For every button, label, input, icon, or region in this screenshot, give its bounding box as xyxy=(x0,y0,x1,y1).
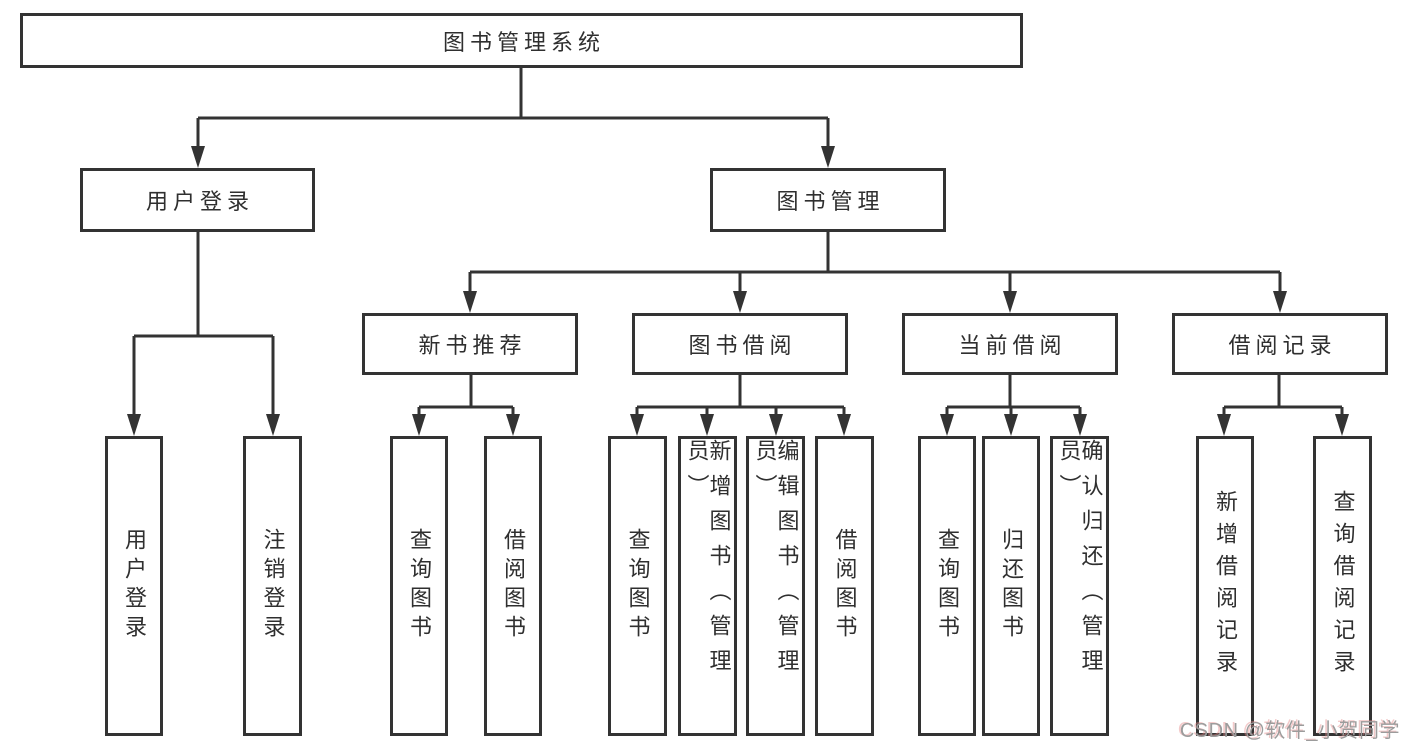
node-label: 图书借阅 xyxy=(688,333,797,358)
leaf-query-books-borrow: 查询图书 xyxy=(608,436,667,736)
leaf-query-borrow-record: 查询借阅记录 xyxy=(1313,436,1372,736)
node-label: 用户登录 xyxy=(122,528,147,644)
node-label: 借阅记录 xyxy=(1228,333,1337,358)
node-book-borrow: 图书借阅 xyxy=(632,313,848,375)
node-user-login: 用户登录 xyxy=(80,168,315,232)
connector-book-borrow-children xyxy=(630,375,851,436)
node-label: 查询借阅记录 xyxy=(1330,490,1356,682)
leaf-query-books-current: 查询图书 xyxy=(918,436,976,736)
node-library-management-system: 图书管理系统 xyxy=(20,13,1023,68)
node-label: 确认归还（管理员） xyxy=(1056,439,1104,684)
node-label: 借阅图书 xyxy=(832,528,858,644)
leaf-borrow-books: 借阅图书 xyxy=(815,436,874,736)
connector-current-borrow-children xyxy=(940,375,1087,436)
node-label: 用户登录 xyxy=(145,189,254,214)
node-label: 图书管理系统 xyxy=(442,29,605,55)
node-label: 新书推荐 xyxy=(418,333,527,358)
node-label: 当前借阅 xyxy=(958,333,1067,358)
leaf-confirm-return-admin: 确认归还（管理员） xyxy=(1050,436,1109,736)
node-label: 查询图书 xyxy=(407,528,432,644)
connector-new-book-children xyxy=(412,375,520,436)
node-new-book-recommend: 新书推荐 xyxy=(362,313,578,375)
watermark: CSDN @软件_小贺同学 xyxy=(1179,720,1400,742)
node-label: 查询图书 xyxy=(935,528,960,644)
node-current-borrow: 当前借阅 xyxy=(902,313,1118,375)
connector-root-to-level2 xyxy=(191,68,835,168)
leaf-user-login: 用户登录 xyxy=(105,436,163,736)
node-label: 借阅图书 xyxy=(501,528,526,644)
leaf-return-books: 归还图书 xyxy=(982,436,1040,736)
leaf-query-books-recommend: 查询图书 xyxy=(390,436,448,736)
leaf-logout-login: 注销登录 xyxy=(243,436,302,736)
node-label: 归还图书 xyxy=(999,528,1024,644)
node-label: 新增图书（管理员） xyxy=(684,439,732,684)
node-borrow-records: 借阅记录 xyxy=(1172,313,1388,375)
node-book-management: 图书管理 xyxy=(710,168,946,232)
connector-user-login-children xyxy=(127,232,280,436)
connector-borrow-record-children xyxy=(1217,375,1349,436)
node-label: 图书管理 xyxy=(776,189,885,214)
leaf-add-books-admin: 新增图书（管理员） xyxy=(678,436,737,736)
node-label: 新增借阅记录 xyxy=(1213,490,1238,682)
node-label: 编辑图书（管理员） xyxy=(752,439,800,684)
leaf-borrow-books-recommend: 借阅图书 xyxy=(484,436,542,736)
leaf-add-borrow-record: 新增借阅记录 xyxy=(1196,436,1254,736)
node-label: 查询图书 xyxy=(625,528,651,644)
connector-book-management-children xyxy=(463,232,1287,313)
leaf-edit-books-admin: 编辑图书（管理员） xyxy=(746,436,805,736)
node-label: 注销登录 xyxy=(260,528,286,644)
